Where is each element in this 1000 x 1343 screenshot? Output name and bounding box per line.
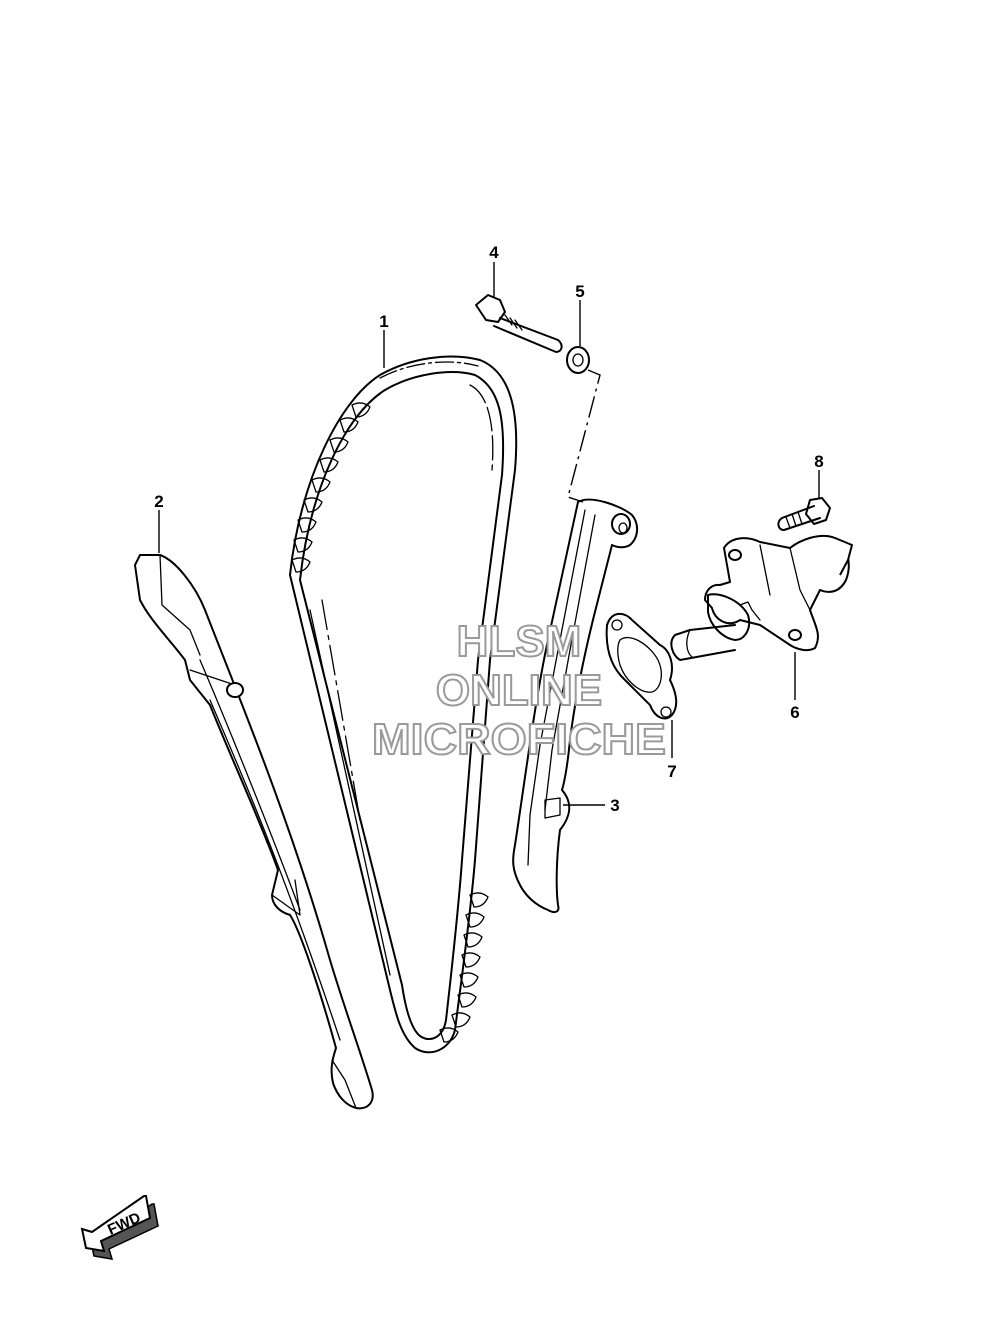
washer-5[interactable]: [566, 346, 590, 374]
watermark-line-1: HLSM: [457, 617, 582, 666]
callout-3: 3: [610, 796, 619, 815]
callout-2: 2: [154, 492, 163, 511]
tensioner-adjuster[interactable]: [670, 534, 853, 661]
callout-labels: 1 2 3 4 5 6 7 8: [154, 243, 823, 815]
watermark-line-3: MICROFICHE: [372, 715, 666, 764]
callout-4: 4: [489, 243, 499, 262]
fwd-arrow-icon: FWD: [80, 1195, 159, 1260]
chain-links-upper: [291, 402, 371, 573]
bolt-4[interactable]: [475, 294, 563, 353]
leader-lines: [158, 262, 820, 806]
chain-guide[interactable]: [134, 554, 374, 1110]
callout-7: 7: [667, 762, 676, 781]
tensioner-arm[interactable]: [512, 498, 638, 914]
callout-1: 1: [379, 312, 388, 331]
callout-6: 6: [790, 703, 799, 722]
cam-chain[interactable]: [289, 355, 518, 1054]
callout-5: 5: [575, 282, 584, 301]
watermark: HLSM ONLINE MICROFICHE: [371, 616, 667, 765]
bolt-8[interactable]: [777, 497, 831, 531]
chain-links-lower: [439, 892, 489, 1043]
alignment-line: [567, 369, 601, 503]
watermark-line-2: ONLINE: [436, 666, 602, 715]
gasket-7[interactable]: [605, 612, 678, 720]
callout-8: 8: [814, 452, 823, 471]
